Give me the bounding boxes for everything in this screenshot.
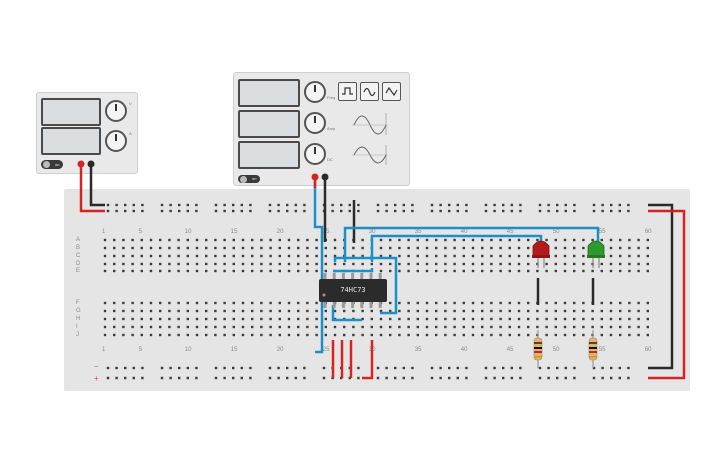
frequency-display	[238, 79, 300, 107]
column-number: 10	[184, 347, 192, 353]
rail-plus-label: +	[94, 374, 99, 383]
amplitude-display	[238, 110, 300, 138]
rail-minus-label: −	[94, 362, 99, 371]
psu-red-wire	[79, 164, 105, 213]
column-number: 5	[138, 347, 143, 353]
blue-wire-3	[333, 256, 398, 315]
frequency-knob[interactable]	[304, 81, 326, 103]
column-number: 15	[230, 229, 238, 235]
column-number: 40	[460, 229, 468, 235]
column-number: 20	[276, 229, 284, 235]
row-label: J	[76, 332, 79, 338]
resistor-2[interactable]	[588, 330, 598, 368]
row-label: F	[76, 300, 80, 306]
column-number: 50	[552, 229, 560, 235]
row-label: A	[76, 237, 81, 243]
column-number: 10	[184, 229, 192, 235]
red-wire-4	[362, 340, 374, 380]
current-knob[interactable]	[105, 130, 127, 152]
offset-knob[interactable]	[304, 143, 326, 165]
resistor-1[interactable]	[533, 330, 543, 368]
right-black-jumper	[648, 203, 674, 370]
column-number: 55	[598, 229, 606, 235]
column-number: 45	[506, 229, 514, 235]
green-led[interactable]	[587, 240, 605, 268]
column-number: 45	[506, 347, 514, 353]
row-label: E	[76, 268, 81, 274]
ic-74hc73[interactable]: 74HC73	[319, 279, 387, 302]
row-label: I	[76, 324, 78, 330]
blue-wire-5	[331, 305, 362, 322]
function-generator: Freq Amp DC on	[233, 72, 410, 186]
column-number: 35	[414, 229, 422, 235]
square-wave-icon[interactable]	[338, 82, 357, 101]
offset-display	[238, 141, 300, 169]
column-number: 30	[368, 229, 376, 235]
column-number: 1	[102, 347, 106, 353]
power-supply: V A on	[36, 92, 138, 174]
column-number: 1	[102, 229, 106, 235]
triangle-wave-icon[interactable]	[382, 82, 401, 101]
power-supply-toggle[interactable]	[41, 160, 63, 169]
row-label: H	[76, 316, 81, 322]
row-label: G	[76, 308, 81, 314]
function-generator-toggle-label: on	[252, 176, 257, 181]
voltage-knob-label: V	[129, 101, 132, 106]
current-display	[41, 127, 101, 155]
voltage-display	[41, 98, 101, 126]
row-label: D	[76, 261, 81, 267]
row-label: C	[76, 253, 81, 259]
power-supply-toggle-label: on	[55, 162, 60, 167]
red-led[interactable]	[532, 240, 550, 268]
column-number: 55	[598, 347, 606, 353]
column-number: 50	[552, 347, 560, 353]
row-label: B	[76, 245, 81, 251]
frequency-knob-label: Freq	[327, 95, 336, 100]
psu-black-wire	[89, 164, 105, 207]
amplitude-knob-label: Amp	[327, 126, 336, 131]
column-number: 20	[276, 347, 284, 353]
right-red-jumper	[648, 209, 686, 380]
blue-wire-2	[370, 234, 543, 262]
blue-wire-4	[333, 268, 374, 273]
column-number: 60	[644, 229, 652, 235]
sine-preview-icon	[352, 113, 388, 165]
column-number: 40	[460, 347, 468, 353]
column-number: 5	[138, 229, 143, 235]
column-number: 60	[644, 347, 652, 353]
function-generator-toggle[interactable]	[238, 175, 260, 183]
offset-knob-label: DC	[327, 157, 333, 162]
column-number: 15	[230, 347, 238, 353]
sine-wave-icon[interactable]	[360, 82, 379, 101]
blue-wire-1	[343, 226, 600, 262]
voltage-knob[interactable]	[105, 100, 127, 122]
column-number: 35	[414, 347, 422, 353]
current-knob-label: A	[129, 131, 132, 136]
fg-red-wire	[313, 177, 324, 354]
amplitude-knob[interactable]	[304, 112, 326, 134]
column-number: 25	[322, 347, 330, 353]
